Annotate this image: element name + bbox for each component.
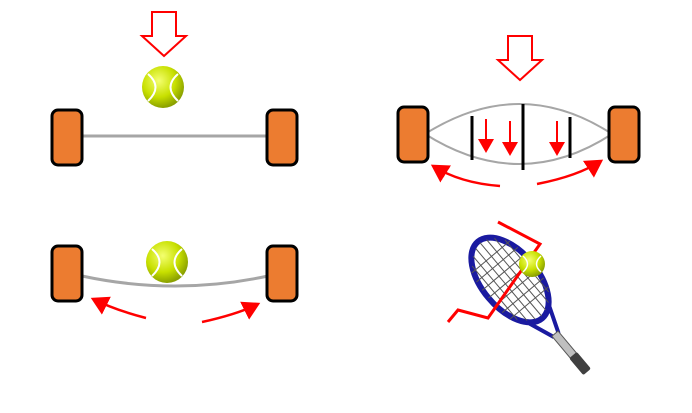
panel-string-at-rest bbox=[50, 11, 299, 167]
lower-string-arc bbox=[424, 133, 613, 165]
tension-arrow-right bbox=[201, 301, 261, 324]
tennis-ball bbox=[142, 66, 184, 108]
left-post bbox=[50, 108, 84, 167]
right-post bbox=[265, 244, 299, 303]
sagging-string bbox=[81, 274, 269, 288]
panel-string-deflected bbox=[50, 241, 299, 324]
right-post bbox=[607, 105, 641, 164]
left-post bbox=[396, 105, 430, 164]
right-post bbox=[265, 108, 299, 167]
racket bbox=[468, 234, 591, 375]
upper-string-arc bbox=[424, 103, 613, 135]
panel-string-cross-section bbox=[396, 35, 641, 188]
racket-handle bbox=[569, 352, 591, 375]
tennis-ball bbox=[519, 251, 545, 277]
hollow-down-arrow bbox=[495, 35, 545, 82]
tension-arrow-left bbox=[430, 164, 501, 188]
tennis-ball bbox=[146, 241, 188, 283]
ball-trajectory bbox=[446, 220, 543, 323]
hollow-down-arrow bbox=[139, 11, 189, 58]
tension-arrow-right bbox=[536, 159, 604, 186]
racket-throat bbox=[528, 306, 561, 339]
panel-racket-ball bbox=[446, 220, 591, 375]
tension-arrow-left bbox=[90, 296, 147, 320]
left-post bbox=[50, 244, 84, 303]
